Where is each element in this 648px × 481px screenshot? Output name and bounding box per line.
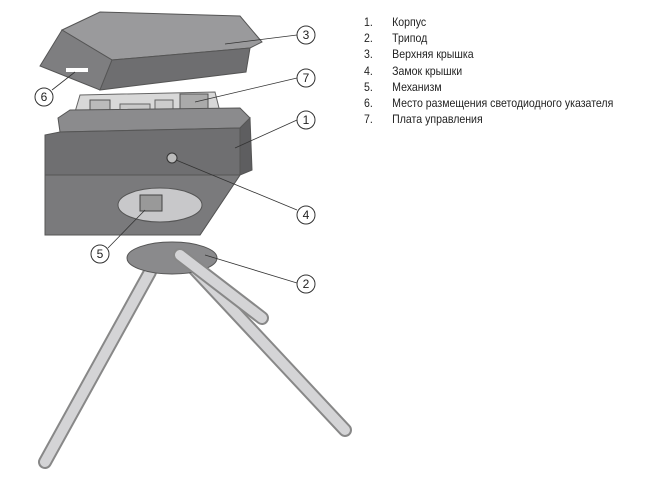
legend-num: 2.: [364, 31, 373, 46]
legend-label: Место размещения светодиодного указателя: [392, 96, 614, 111]
legend-num: 6.: [364, 96, 373, 111]
legend-num: 3.: [364, 47, 373, 62]
led-indicator-slot: [66, 68, 88, 72]
legend-label: Механизм: [392, 79, 442, 94]
callout-3: [296, 25, 316, 45]
legend-item: 5. Механизм: [364, 79, 613, 95]
callout-4-label: 4: [303, 208, 310, 222]
housing-body: [44, 107, 253, 236]
legend-num: 4.: [364, 63, 373, 78]
legend-num: 1.: [364, 15, 373, 29]
legend-label: Верхняя крышка: [392, 47, 474, 62]
tripod: [38, 241, 352, 469]
legend-label: Замок крышки: [392, 63, 463, 78]
callout-3-label: 3: [303, 28, 310, 42]
parts-legend: 1. Корпус 2. Трипод 3. Верхняя крышка 4. Зам…: [364, 14, 647, 127]
callout-6: [34, 87, 54, 107]
legend-item: 7. Плата управления: [364, 111, 613, 127]
callout-1-label: 1: [303, 113, 310, 127]
callout-4: [296, 205, 316, 225]
callout-6-label: 6: [41, 90, 48, 104]
callout-1: [296, 110, 316, 130]
legend-label: Плата управления: [392, 112, 483, 127]
legend-num: 7.: [364, 112, 373, 127]
legend-label: Корпус: [392, 15, 427, 29]
callout-2: [296, 274, 316, 294]
callout-7-label: 7: [303, 71, 310, 85]
legend-item: 4. Замок крышки: [364, 63, 613, 79]
cover-lock: [166, 152, 178, 164]
legend-label: Трипод: [392, 31, 428, 46]
legend-item: 1. Корпус: [364, 14, 613, 30]
legend-item: 6. Место размещения светодиодного указате…: [364, 95, 613, 111]
callout-5-label: 5: [97, 247, 104, 261]
top-cover: [39, 11, 263, 91]
legend-item: 3. Верхняя крышка: [364, 46, 613, 62]
callout-2-label: 2: [303, 277, 310, 291]
legend-num: 5.: [364, 79, 373, 94]
callout-7: [296, 68, 316, 88]
legend-item: 2. Трипод: [364, 30, 613, 46]
callout-5: [90, 244, 110, 264]
